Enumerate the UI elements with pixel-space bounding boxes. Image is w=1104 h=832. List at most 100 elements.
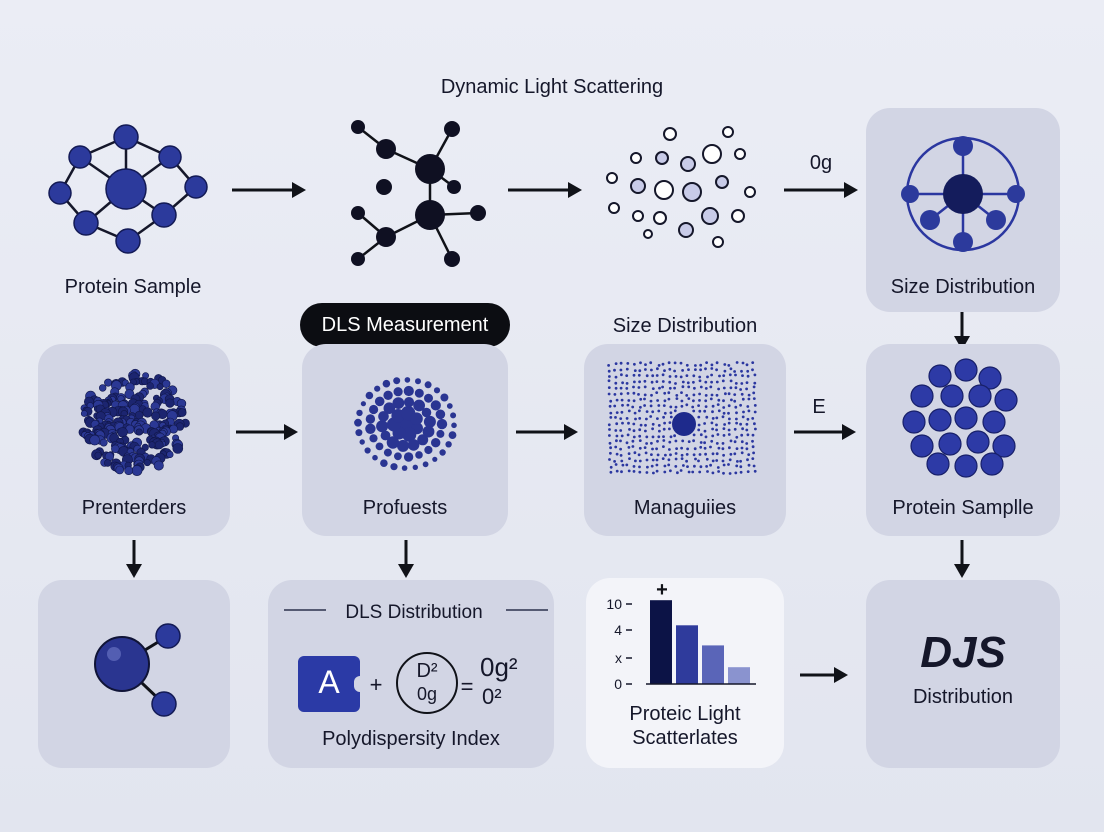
field-dot (674, 382, 677, 385)
cluster-particle (156, 383, 164, 391)
field-dot (716, 403, 720, 406)
field-dot (614, 429, 618, 432)
cluster-particle (424, 381, 432, 389)
field-dot (632, 435, 636, 439)
field-dot (717, 470, 720, 473)
field-dot (733, 452, 737, 456)
field-dot (655, 380, 659, 383)
cluster-particle (404, 377, 411, 383)
field-dot (722, 453, 725, 457)
field-dot (685, 453, 689, 456)
result-top: 0g² (480, 652, 518, 682)
field-dot (663, 470, 667, 474)
field-dot (631, 405, 635, 409)
field-dot (745, 422, 749, 426)
djs-box (866, 580, 1060, 768)
cluster-particle (415, 378, 421, 385)
field-dot (694, 364, 697, 367)
cluster-particle (89, 434, 101, 446)
field-dot (706, 375, 709, 379)
bar-2 (676, 625, 698, 684)
field-dot (662, 445, 665, 448)
field-dot (745, 428, 749, 432)
field-dot (663, 421, 666, 425)
field-dot (682, 464, 685, 467)
field-dot (686, 381, 690, 385)
field-dot (608, 404, 612, 408)
field-dot (619, 392, 623, 396)
field-dot (621, 421, 624, 425)
ring-particle (994, 388, 1018, 412)
field-dot (620, 398, 624, 402)
field-dot (697, 423, 701, 427)
field-dot (644, 368, 647, 371)
ring-particle (954, 358, 978, 382)
field-dot (632, 391, 636, 395)
field-dot (633, 411, 637, 415)
field-dot (608, 458, 611, 461)
cluster-particle (356, 409, 363, 417)
field-dot (669, 405, 673, 409)
cluster-particle (436, 429, 445, 438)
field-dot (663, 391, 667, 395)
cluster-particle (403, 452, 414, 462)
cluster-particle (424, 445, 433, 455)
field-dot (728, 373, 732, 377)
field-dot (742, 410, 745, 414)
ring-particle (928, 408, 952, 432)
result-bottom: 0² (482, 684, 502, 709)
field-dot (651, 427, 654, 431)
field-dot (627, 399, 631, 402)
field-dot (741, 427, 744, 431)
field-dot (614, 463, 618, 466)
field-dot (656, 367, 659, 371)
arrow-right-icon (800, 667, 848, 683)
field-dot (727, 463, 730, 466)
field-dot (733, 399, 737, 403)
cluster-particle (374, 385, 381, 392)
cluster-particle (146, 382, 154, 390)
field-dot (638, 409, 641, 413)
cluster-particle (448, 431, 457, 439)
field-dot (650, 441, 653, 445)
field-dot (686, 465, 689, 468)
field-dot (745, 381, 749, 384)
field-dot (735, 421, 738, 425)
field-dot (650, 393, 653, 397)
field-dot (639, 405, 642, 409)
field-dot (735, 411, 738, 415)
field-dot (698, 392, 701, 396)
field-dot (704, 452, 707, 456)
field-dot (746, 470, 750, 473)
cluster-particle (111, 444, 120, 454)
cluster-particle (161, 379, 171, 388)
chart-caption-1: Proteic Light (629, 703, 741, 725)
a-badge-letter: A (318, 664, 340, 700)
field-dot (693, 447, 697, 451)
field-dot (685, 374, 689, 377)
field-dot (646, 465, 649, 469)
field-dot (723, 363, 727, 366)
field-dot (625, 463, 629, 467)
field-dot (619, 454, 623, 457)
field-dot (740, 392, 744, 396)
field-dot (686, 447, 689, 451)
field-dot (674, 465, 678, 468)
field-dot (615, 411, 619, 414)
field-dot (643, 385, 647, 389)
field-dot (730, 398, 733, 402)
field-dot (651, 374, 655, 378)
ring-particle (910, 384, 934, 408)
field-dot (655, 447, 658, 451)
field-dot (638, 369, 642, 373)
field-dot (668, 421, 672, 424)
field-dot (692, 439, 695, 443)
protein-sample-label: Protein Sample (64, 276, 202, 298)
field-dot (745, 363, 749, 367)
cluster-particle (378, 411, 389, 422)
field-dot (674, 375, 678, 378)
field-dot (729, 367, 733, 371)
field-dot (675, 447, 678, 450)
field-dot (679, 361, 683, 365)
field-dot (643, 397, 646, 401)
